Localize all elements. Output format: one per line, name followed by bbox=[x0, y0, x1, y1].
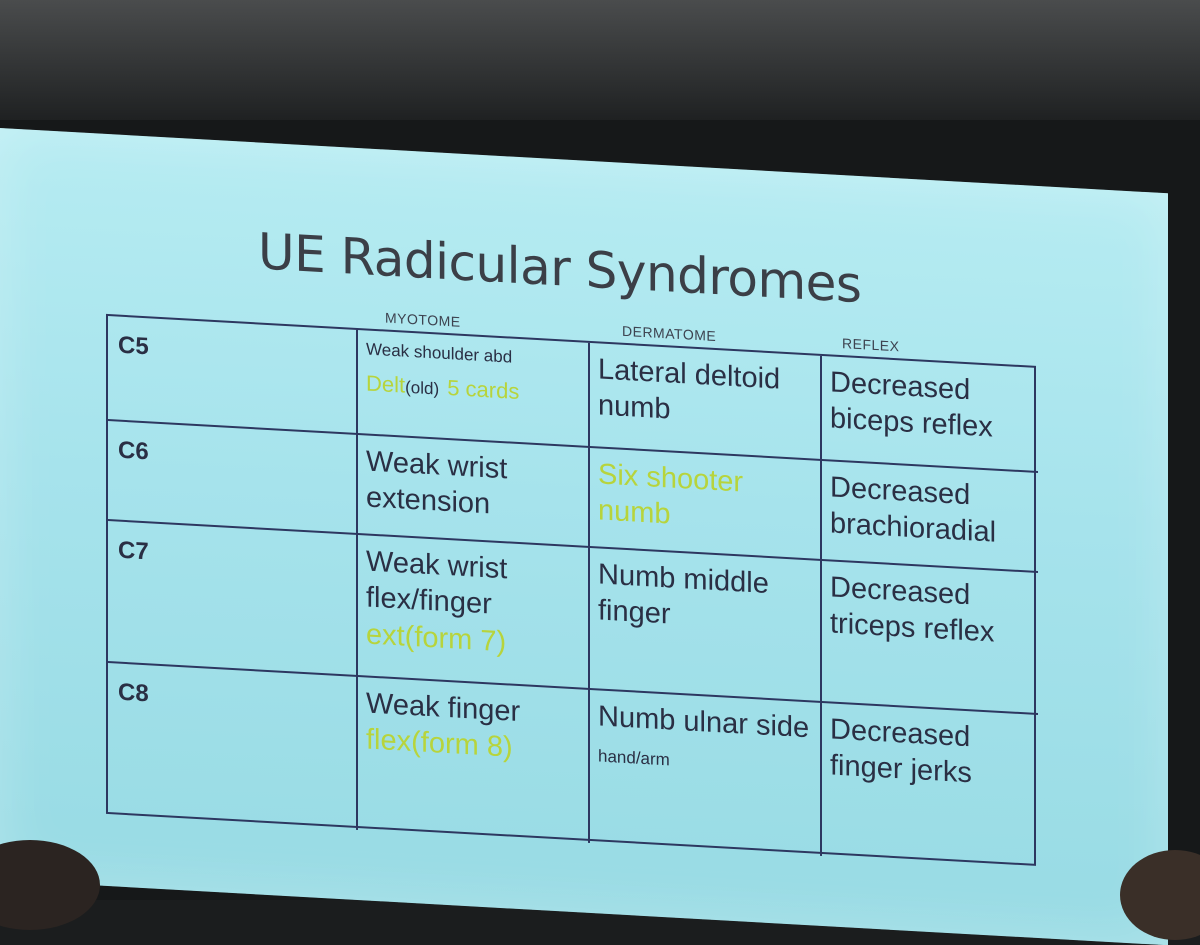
row-label-c7: C7 bbox=[108, 521, 358, 678]
audience-head-left bbox=[0, 840, 100, 930]
column-header-dermatome: DERMATOME bbox=[622, 322, 717, 345]
myotome-c5-line: Weak shoulder abd bbox=[366, 339, 513, 367]
dermatome-c6: Six shooter numb bbox=[590, 447, 822, 561]
row-label-c8: C8 bbox=[108, 663, 358, 831]
column-header-myotome: MYOTOME bbox=[385, 309, 461, 330]
reflex-c5: Decreased biceps reflex bbox=[822, 355, 1038, 474]
audience-heads bbox=[0, 840, 1200, 940]
myotome-c5-small: (old) bbox=[405, 377, 440, 399]
myotome-c7: Weak wrist flex/finger ext(form 7) bbox=[358, 535, 590, 690]
myotome-c7-highlight: ext(form 7) bbox=[366, 617, 507, 658]
dermatome-c8: Numb ulnar side hand/arm bbox=[590, 689, 822, 856]
row-label-c6: C6 bbox=[108, 421, 358, 536]
dermatome-c7: Numb middle finger bbox=[590, 547, 822, 703]
myotome-c6: Weak wrist extension bbox=[358, 435, 590, 548]
dermatome-c5: Lateral deltoid numb bbox=[590, 342, 822, 461]
myotome-c5-highlight-a: Delt bbox=[366, 370, 406, 398]
myotome-c7-text: Weak wrist flex/finger bbox=[366, 545, 508, 621]
radicular-table: C5 Weak shoulder abd Delt(old) 5 cards L… bbox=[106, 313, 1038, 866]
myotome-c8-highlight: flex(form 8) bbox=[366, 723, 513, 764]
myotome-c5-highlight-b: 5 cards bbox=[447, 375, 520, 405]
reflex-c6: Decreased brachioradial bbox=[822, 460, 1038, 574]
column-header-reflex: REFLEX bbox=[842, 335, 900, 355]
row-label-c5: C5 bbox=[108, 316, 358, 436]
myotome-c5: Weak shoulder abd Delt(old) 5 cards bbox=[358, 330, 590, 448]
projected-slide: UE Radicular Syndromes MYOTOME DERMATOME… bbox=[0, 128, 1168, 945]
dermatome-c8-small: hand/arm bbox=[598, 746, 670, 770]
dermatome-c8-text: Numb ulnar side bbox=[598, 700, 810, 745]
slide-title: UE Radicular Syndromes bbox=[258, 222, 862, 315]
myotome-c8-text: Weak finger bbox=[366, 687, 521, 729]
reflex-c7: Decreased triceps reflex bbox=[822, 560, 1038, 716]
myotome-c8: Weak finger flex(form 8) bbox=[358, 677, 590, 843]
room-wall bbox=[0, 0, 1200, 120]
